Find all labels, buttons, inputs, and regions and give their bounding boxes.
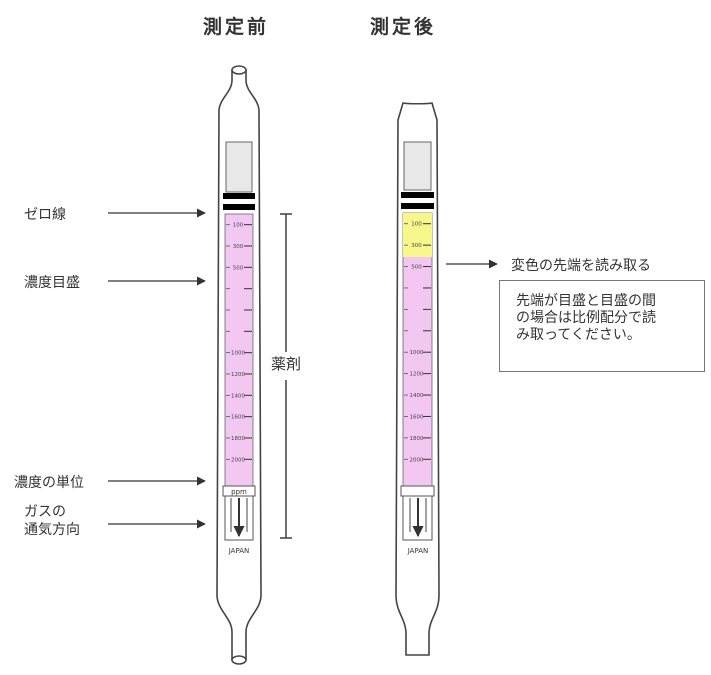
tube-after-maker: JAPAN xyxy=(407,547,429,555)
scale-after-label: 1600 xyxy=(410,414,424,420)
tube-before-reagent xyxy=(224,213,254,487)
tube-before-top-tip xyxy=(231,65,247,75)
tube-before-filler xyxy=(225,141,253,193)
note-text: 先端が目盛と目盛の間 の場合は比例配分で読 み取ってください。 xyxy=(516,293,656,343)
tube-before-unit-text: ppm xyxy=(231,488,247,496)
scale-before-label: 1200 xyxy=(231,372,245,378)
label-read-color-tip: 変色の先端を読み取る xyxy=(511,258,651,274)
label-concentration-unit: 濃度の単位 xyxy=(14,475,84,491)
tube-after-zero-band-2 xyxy=(401,203,434,209)
scale-after-label: 1400 xyxy=(410,393,424,399)
tube-after-unit-box xyxy=(400,485,435,497)
scale-before-label: 100 xyxy=(233,223,244,229)
scale-after-label: 500 xyxy=(411,265,422,271)
scale-before-label: 1800 xyxy=(231,436,245,442)
label-concentration-scale: 濃度目盛 xyxy=(24,275,80,291)
scale-after-label: 300 xyxy=(411,243,422,249)
tube-before-zero-band-2 xyxy=(223,204,255,210)
scale-after-label: 1200 xyxy=(410,372,424,378)
reagent-bracket xyxy=(280,213,292,539)
scale-after-label: 1800 xyxy=(410,436,424,442)
tube-after-stained-zone xyxy=(403,213,432,257)
scale-before-label: 500 xyxy=(233,265,244,271)
tube-before: ppm JAPAN xyxy=(216,65,262,665)
scale-before-label: 2000 xyxy=(231,457,245,463)
scale-after-label: 100 xyxy=(411,222,422,228)
scale-before-label: 300 xyxy=(233,244,244,250)
scale-before-label: 1400 xyxy=(231,393,245,399)
scale-after-label: 2000 xyxy=(410,457,424,463)
tube-before-scale: 100 300 500 1000 1200 1400 1600 1800 2000 xyxy=(226,223,252,463)
note-box: 先端が目盛と目盛の間 の場合は比例配分で読 み取ってください。 xyxy=(499,280,705,372)
title-after-measurement: 測定後 xyxy=(370,16,437,38)
tube-after-filler xyxy=(403,141,432,191)
scale-before-label: 1600 xyxy=(231,415,245,421)
label-gas-flow-direction: ガスの 通気方向 xyxy=(24,504,80,538)
tube-before-bottom-tip xyxy=(231,655,247,665)
scale-after-label: 1000 xyxy=(410,350,424,356)
tube-before-zero-band xyxy=(223,193,255,199)
tube-before-maker: JAPAN xyxy=(228,547,250,555)
tube-after-scale: 100 300 500 1000 1200 1400 1600 1800 2000 xyxy=(404,222,431,463)
title-before-measurement: 測定前 xyxy=(203,16,270,38)
scale-before-label: 1000 xyxy=(231,351,245,357)
tube-after-reagent xyxy=(402,212,433,487)
label-zero-line: ゼロ線 xyxy=(24,207,66,223)
label-reagent: 薬剤 xyxy=(271,355,302,373)
tube-after-zero-band xyxy=(401,192,434,198)
tube-after: JAPAN xyxy=(395,102,440,656)
